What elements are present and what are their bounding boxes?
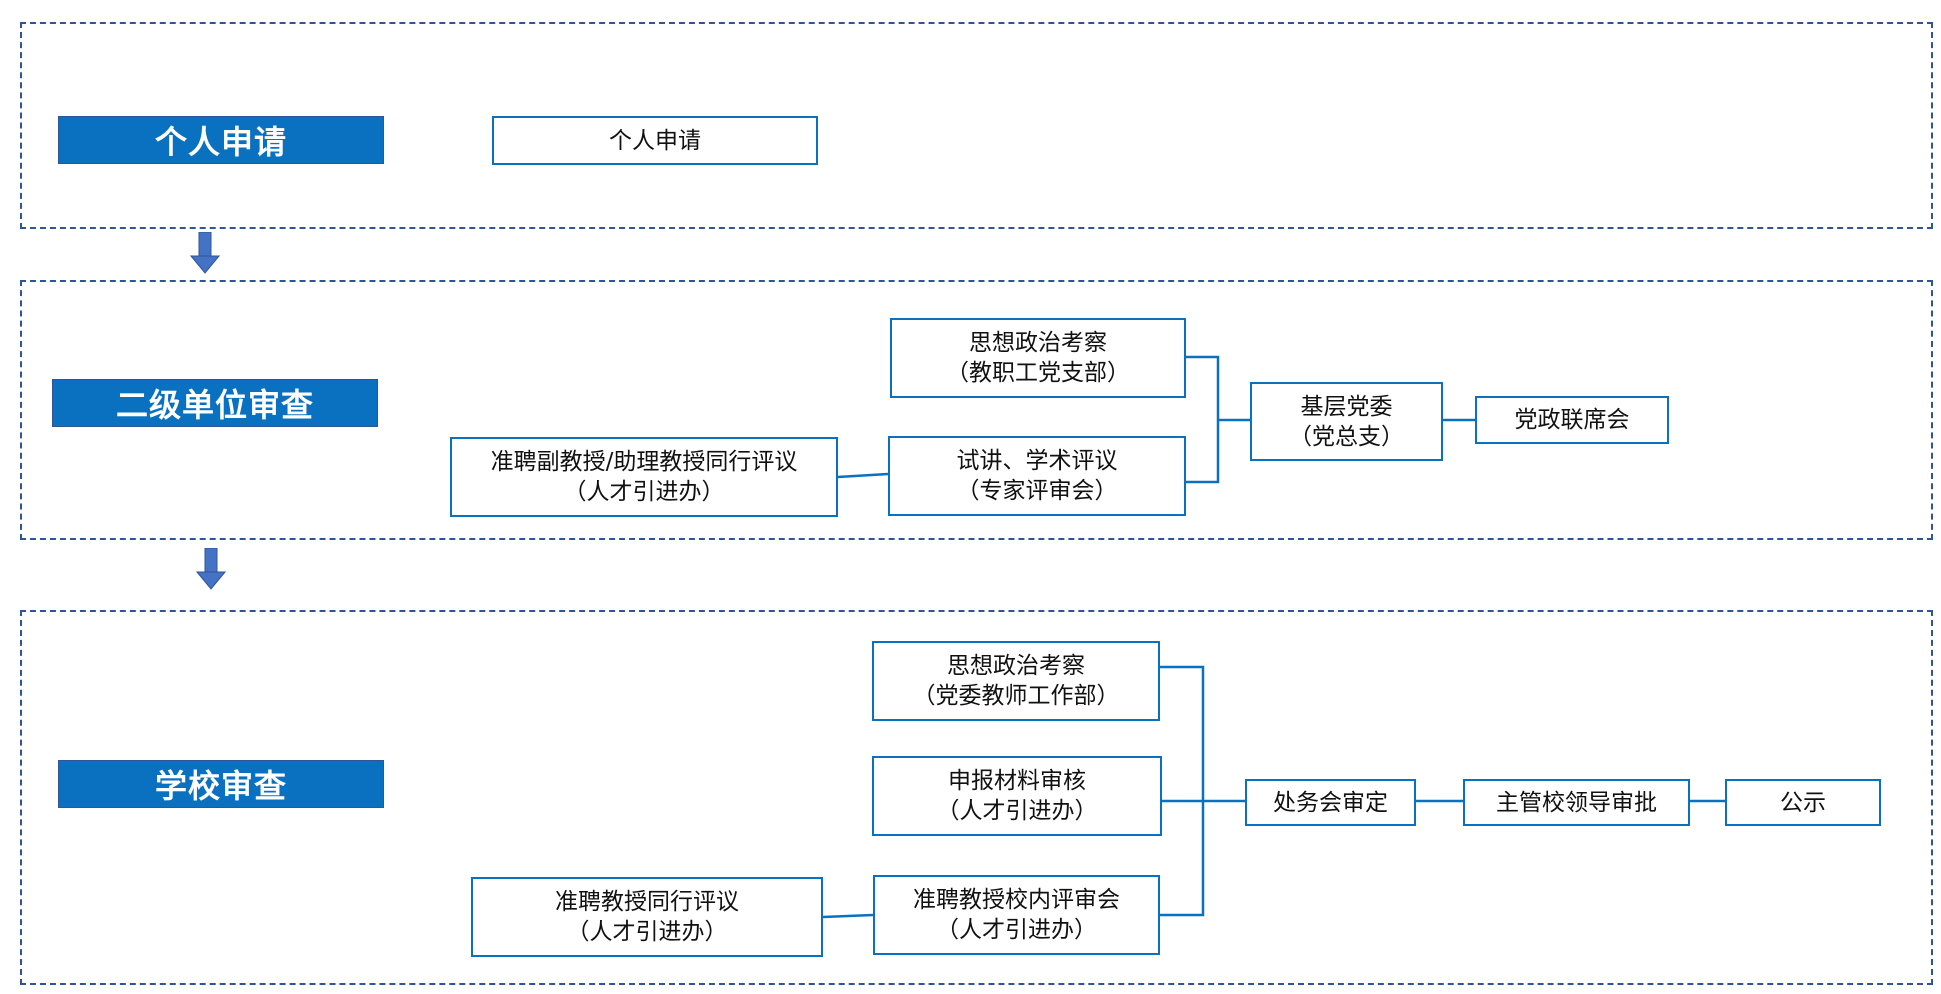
node-school-publicity-label: 公示 bbox=[1780, 789, 1826, 816]
node-school-materials-review: 申报材料审核 （人才引进办） bbox=[872, 756, 1162, 836]
node-school-peer-review-line1: 准聘教授同行评议 bbox=[555, 889, 739, 915]
node-secondary-political-review-line2: （教职工党支部） bbox=[946, 360, 1130, 386]
node-school-office-meeting: 处务会审定 bbox=[1245, 779, 1416, 826]
node-school-internal-review-line1: 准聘教授校内评审会 bbox=[913, 887, 1120, 913]
node-school-peer-review: 准聘教授同行评议 （人才引进办） bbox=[471, 877, 823, 957]
stage-label-personal-application: 个人申请 bbox=[58, 116, 384, 164]
connector-school-bracket bbox=[1160, 665, 1205, 917]
node-secondary-party-committee-line1: 基层党委 bbox=[1300, 393, 1393, 420]
node-school-peer-review-line2: （人才引进办） bbox=[566, 919, 728, 945]
node-secondary-joint-meeting-label: 党政联席会 bbox=[1514, 407, 1630, 433]
down-arrow-icon bbox=[196, 548, 226, 590]
node-secondary-peer-review-line1: 准聘副教授/助理教授同行评议 bbox=[490, 449, 798, 475]
node-school-internal-review-line2: （人才引进办） bbox=[936, 917, 1097, 943]
node-school-leader-approval-label: 主管校领导审批 bbox=[1496, 789, 1657, 816]
node-secondary-party-committee-line2: （党总支） bbox=[1289, 423, 1404, 450]
node-school-materials-review-line2: （人才引进办） bbox=[936, 798, 1098, 824]
node-secondary-lecture-review: 试讲、学术评议 （专家评审会） bbox=[888, 436, 1186, 516]
node-school-political-review-line1: 思想政治考察 bbox=[947, 653, 1085, 679]
stage-label-secondary-unit-review: 二级单位审查 bbox=[52, 379, 378, 427]
node-secondary-joint-meeting: 党政联席会 bbox=[1475, 396, 1669, 444]
node-secondary-political-review: 思想政治考察 （教职工党支部） bbox=[890, 318, 1186, 398]
node-secondary-peer-review: 准聘副教授/助理教授同行评议 （人才引进办） bbox=[450, 437, 838, 517]
node-school-office-meeting-label: 处务会审定 bbox=[1273, 789, 1388, 816]
down-arrow-icon bbox=[190, 232, 220, 274]
node-school-political-review: 思想政治考察 （党委教师工作部） bbox=[872, 641, 1160, 721]
section-secondary-unit-review bbox=[20, 280, 1933, 540]
node-school-political-review-line2: （党委教师工作部） bbox=[912, 683, 1120, 709]
node-school-materials-review-line1: 申报材料审核 bbox=[948, 768, 1086, 794]
connector-peer-to-lecture bbox=[837, 472, 889, 479]
node-school-internal-review: 准聘教授校内评审会 （人才引进办） bbox=[873, 875, 1160, 955]
node-personal-application: 个人申请 bbox=[492, 116, 818, 165]
node-personal-application-label: 个人申请 bbox=[609, 127, 701, 154]
node-secondary-political-review-line1: 思想政治考察 bbox=[969, 330, 1107, 356]
node-school-leader-approval: 主管校领导审批 bbox=[1463, 779, 1690, 826]
section-school-review bbox=[20, 610, 1933, 985]
node-school-publicity: 公示 bbox=[1725, 779, 1881, 826]
node-secondary-lecture-review-line1: 试讲、学术评议 bbox=[956, 448, 1118, 474]
section-personal-application bbox=[20, 22, 1933, 229]
connector-secondary-bracket bbox=[1186, 355, 1220, 484]
node-secondary-lecture-review-line2: （专家评审会） bbox=[956, 478, 1118, 504]
node-secondary-party-committee: 基层党委 （党总支） bbox=[1250, 382, 1443, 461]
stage-label-school-review: 学校审查 bbox=[58, 760, 384, 808]
node-secondary-peer-review-line2: （人才引进办） bbox=[563, 479, 725, 505]
connector-peer-to-internal-review bbox=[822, 913, 874, 919]
